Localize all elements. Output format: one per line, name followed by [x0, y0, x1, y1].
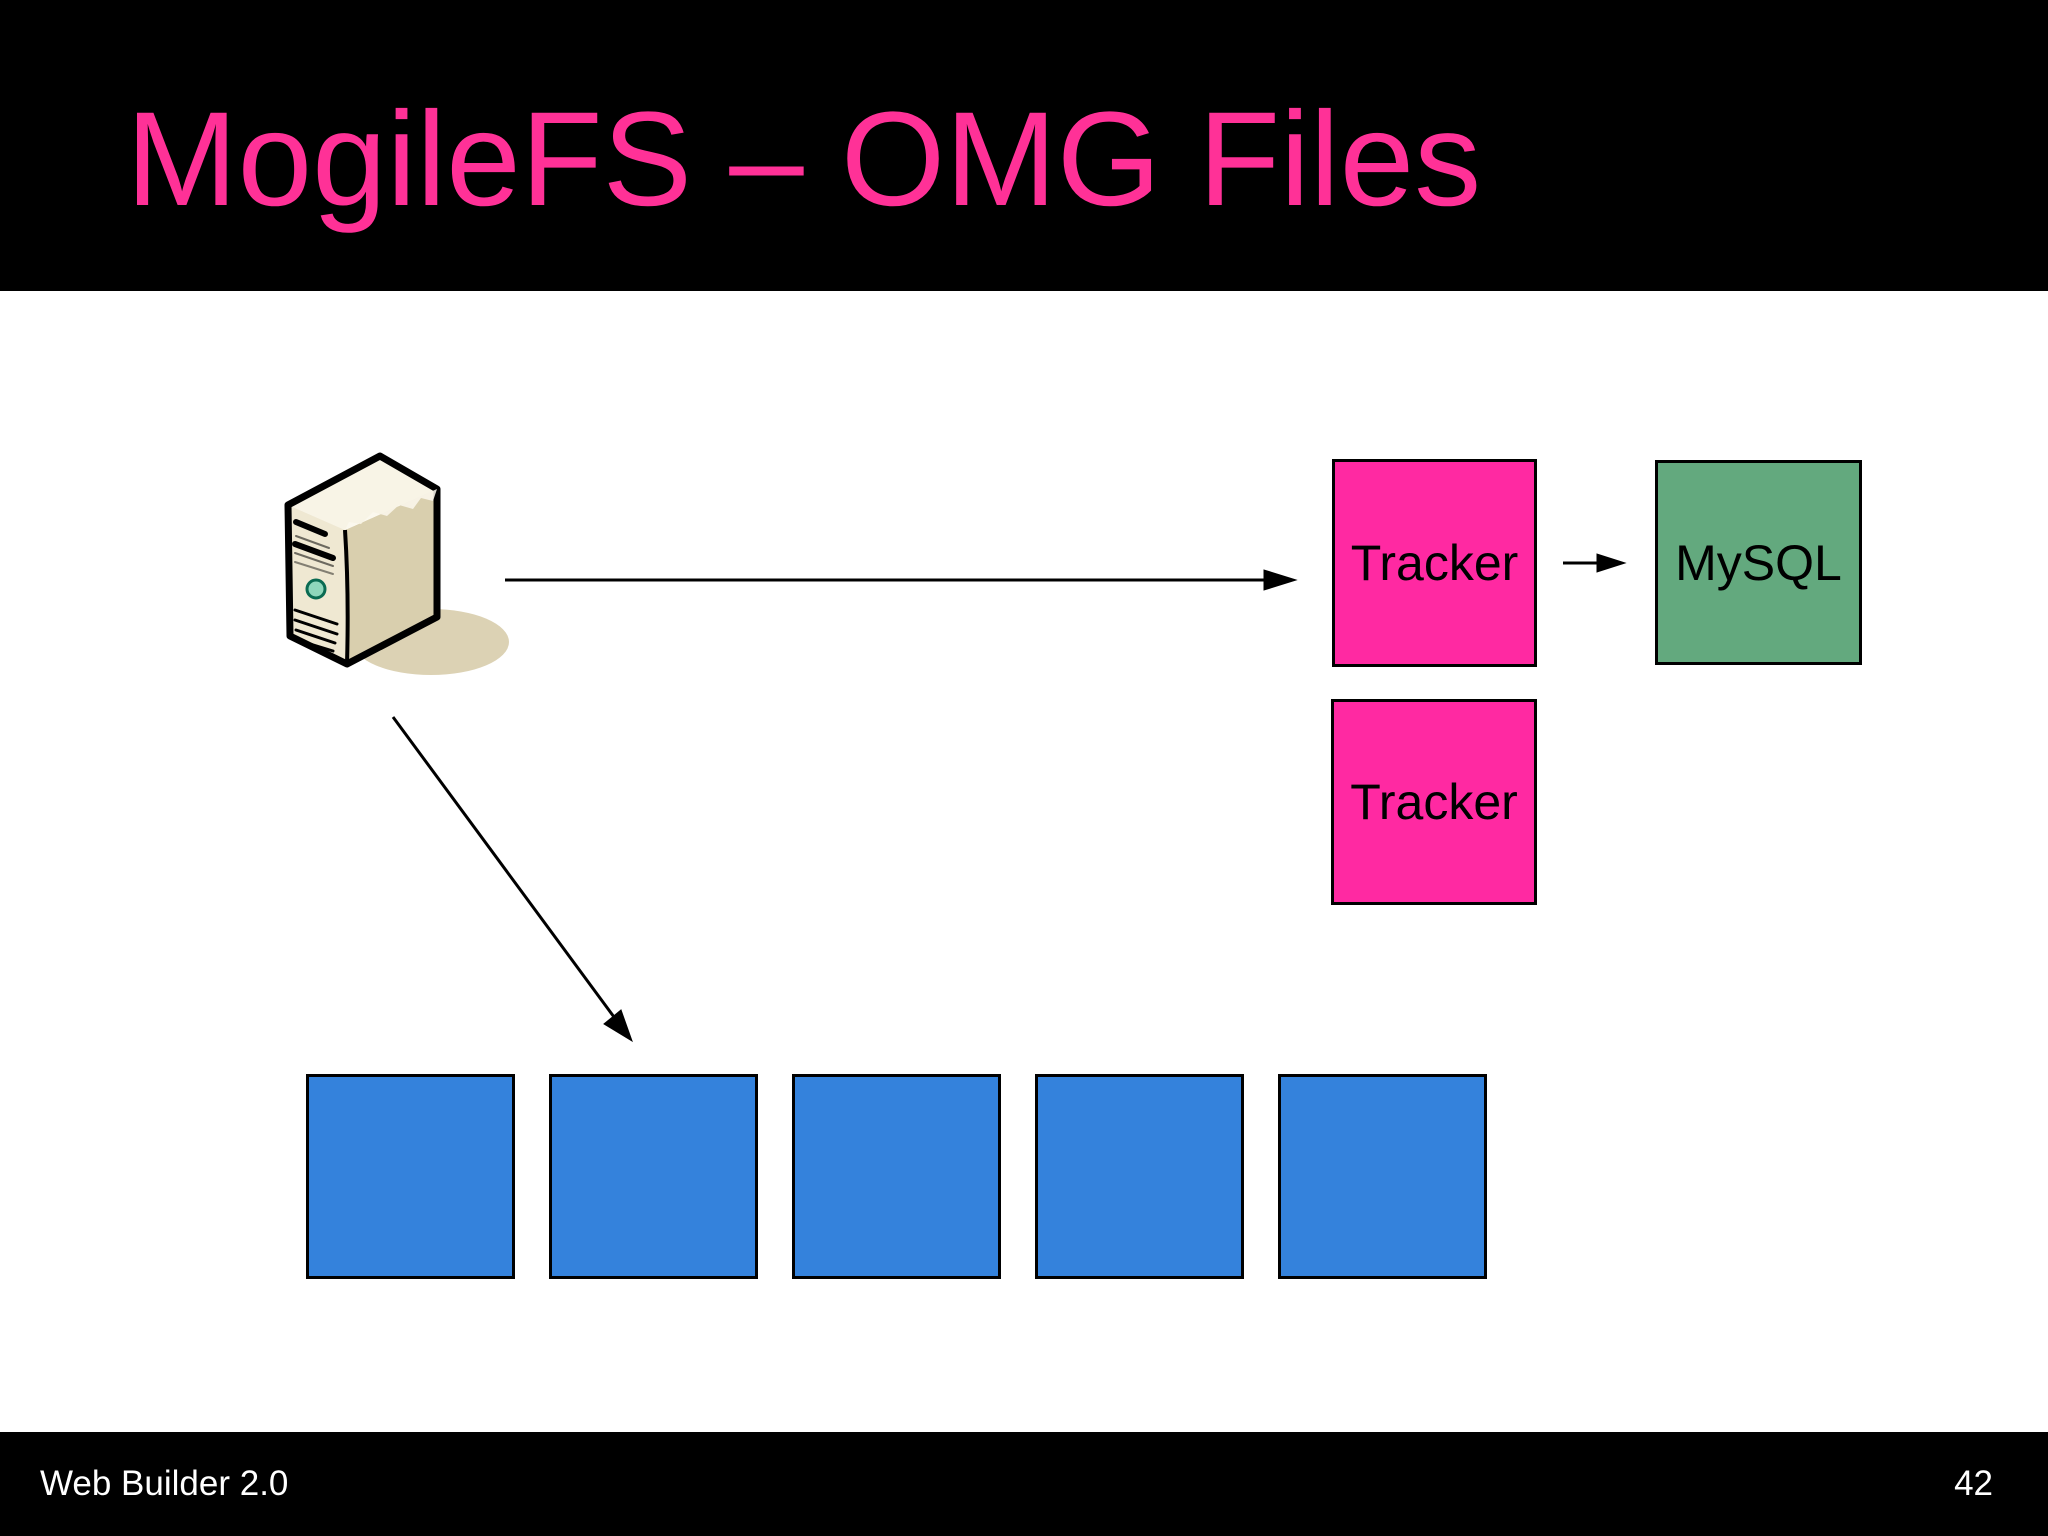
tracker-2-label: Tracker	[1350, 774, 1518, 830]
mysql-label: MySQL	[1675, 534, 1842, 591]
storage-node-row	[306, 1074, 1487, 1279]
arrow-tracker1-to-mysql	[1563, 553, 1627, 573]
storage-node-2	[549, 1074, 758, 1279]
arrow-client-to-tracker1	[505, 569, 1298, 591]
server-tower-icon	[284, 452, 509, 675]
server-shadow	[353, 609, 509, 675]
storage-node-4	[1035, 1074, 1244, 1279]
storage-node-5	[1278, 1074, 1487, 1279]
footer-bar: Web Builder 2.0 42	[0, 1432, 2048, 1536]
storage-node-3	[792, 1074, 1001, 1279]
tracker-box-1: Tracker	[1332, 459, 1537, 667]
slide-title: MogileFS – OMG Files	[126, 85, 1482, 234]
tracker-1-label: Tracker	[1350, 535, 1519, 591]
storage-node-1	[306, 1074, 515, 1279]
page-number: 42	[1954, 1464, 1993, 1503]
mysql-box: MySQL	[1655, 460, 1862, 665]
tracker-box-2: Tracker	[1331, 699, 1537, 905]
arrow-client-to-storage	[391, 716, 633, 1043]
power-button-dot	[305, 578, 327, 600]
title-bar: MogileFS – OMG Files	[0, 0, 2048, 291]
footer-left-text: Web Builder 2.0	[40, 1464, 289, 1503]
